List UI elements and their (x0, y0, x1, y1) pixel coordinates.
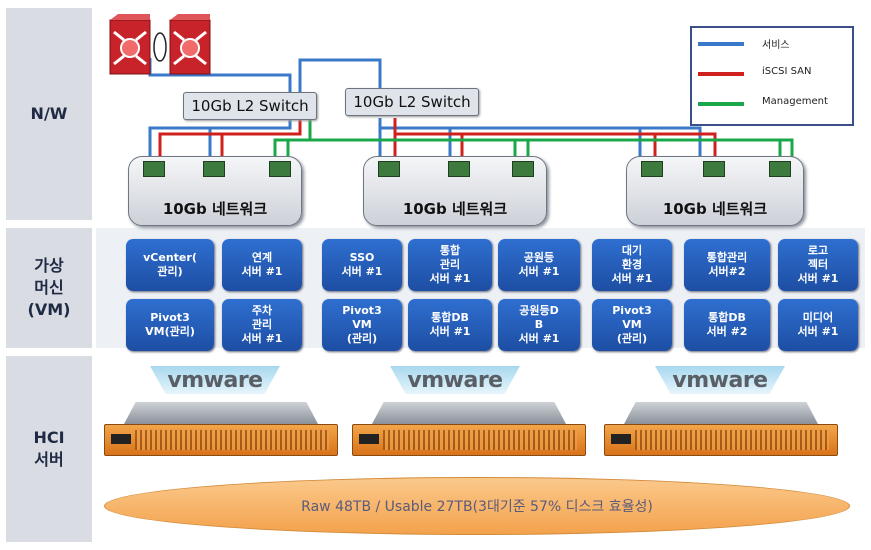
network-box-label: 10Gb 네트워크 (402, 200, 508, 218)
legend-item-service: 서비스 (692, 34, 852, 54)
l2-switch-2: 10Gb L2 Switch (345, 88, 479, 116)
server-front-panel (352, 424, 586, 456)
vm-media-server-1: 미디어 서버 #1 (778, 299, 858, 351)
vm-integrated-db-server-2: 통합DB 서버 #2 (684, 299, 770, 351)
legend-label: iSCSI SAN (762, 66, 812, 77)
hci-server-2 (352, 402, 586, 458)
nic-port (703, 161, 725, 177)
vm-integrated-mgmt-server-1: 통합 관리 서버 #1 (408, 239, 492, 291)
server-badge-icon (611, 434, 631, 444)
storage-pool-label: Raw 48TB / Usable 27TB(3대기준 57% 디스크 효율성) (301, 499, 653, 515)
legend-label: 서비스 (762, 40, 790, 51)
nic-port (269, 161, 291, 177)
l2-switch-1: 10Gb L2 Switch (183, 92, 317, 120)
network-box-label: 10Gb 네트워크 (662, 200, 768, 218)
nic-port (143, 161, 165, 177)
legend-swatch (698, 72, 744, 76)
nic-port (448, 161, 470, 177)
row-label-hci: HCI 서버 (6, 356, 92, 542)
server-front-panel (604, 424, 838, 456)
legend-item-management: Management (692, 94, 852, 114)
legend-item-iscsi: iSCSI SAN (692, 64, 852, 84)
vm-link-server-1: 연계 서버 #1 (222, 239, 302, 291)
vm-pivot3-3: Pivot3 VM (관리) (592, 299, 672, 351)
vm-park-light-db-server-1: 공원등D B 서버 #1 (498, 299, 580, 351)
nic-port (512, 161, 534, 177)
network-box-label: 10Gb 네트워크 (162, 200, 268, 218)
vm-pivot3-2: Pivot3 VM (관리) (322, 299, 402, 351)
server-chassis-top (372, 402, 566, 424)
vm-air-env-server-1: 대기 환경 서버 #1 (592, 239, 672, 291)
legend: 서비스 iSCSI SAN Management (690, 26, 854, 126)
vm-sso-server-1: SSO 서버 #1 (322, 239, 402, 291)
router-icon (169, 14, 211, 75)
network-box-3: 10Gb 네트워크 (626, 156, 804, 226)
core-router-2 (168, 12, 212, 82)
vmware-logo-1: vmware (150, 366, 280, 394)
network-box-1: 10Gb 네트워크 (128, 156, 302, 226)
vm-pivot3-1: Pivot3 VM(관리) (126, 299, 214, 351)
server-chassis-top (124, 402, 318, 424)
vmware-logo-2: vmware (390, 366, 520, 394)
server-badge-icon (359, 434, 379, 444)
vm-logo-projector-server-1: 로고 젝터 서버 #1 (778, 239, 858, 291)
nic-port (641, 161, 663, 177)
router-icon (109, 14, 151, 75)
nic-port (378, 161, 400, 177)
hci-server-3 (604, 402, 838, 458)
hci-server-1 (104, 402, 338, 458)
core-router-1 (108, 12, 152, 82)
legend-label: Management (762, 96, 828, 107)
vm-parking-server-1: 주차 관리 서버 #1 (222, 299, 302, 351)
vm-vcenter: vCenter( 관리) (126, 239, 214, 291)
server-chassis-top (624, 402, 818, 424)
server-front-panel (104, 424, 338, 456)
vm-integrated-mgmt-server-2: 통합관리 서버#2 (684, 239, 770, 291)
server-grill (635, 430, 829, 450)
server-grill (383, 430, 577, 450)
legend-swatch (698, 42, 744, 46)
storage-pool: Raw 48TB / Usable 27TB(3대기준 57% 디스크 효율성) (104, 477, 850, 535)
server-badge-icon (111, 434, 131, 444)
router-link-icon (153, 32, 167, 62)
vm-park-light-server-1: 공원등 서버 #1 (498, 239, 580, 291)
nic-port (203, 161, 225, 177)
legend-swatch (698, 102, 744, 106)
network-box-2: 10Gb 네트워크 (363, 156, 547, 226)
nic-port (769, 161, 791, 177)
vm-integrated-db-server-1: 통합DB 서버 #1 (408, 299, 492, 351)
row-label-nw: N/W (6, 8, 92, 220)
server-grill (135, 430, 329, 450)
vmware-logo-3: vmware (655, 366, 785, 394)
row-label-vm: 가상 머신 (VM) (6, 228, 92, 348)
